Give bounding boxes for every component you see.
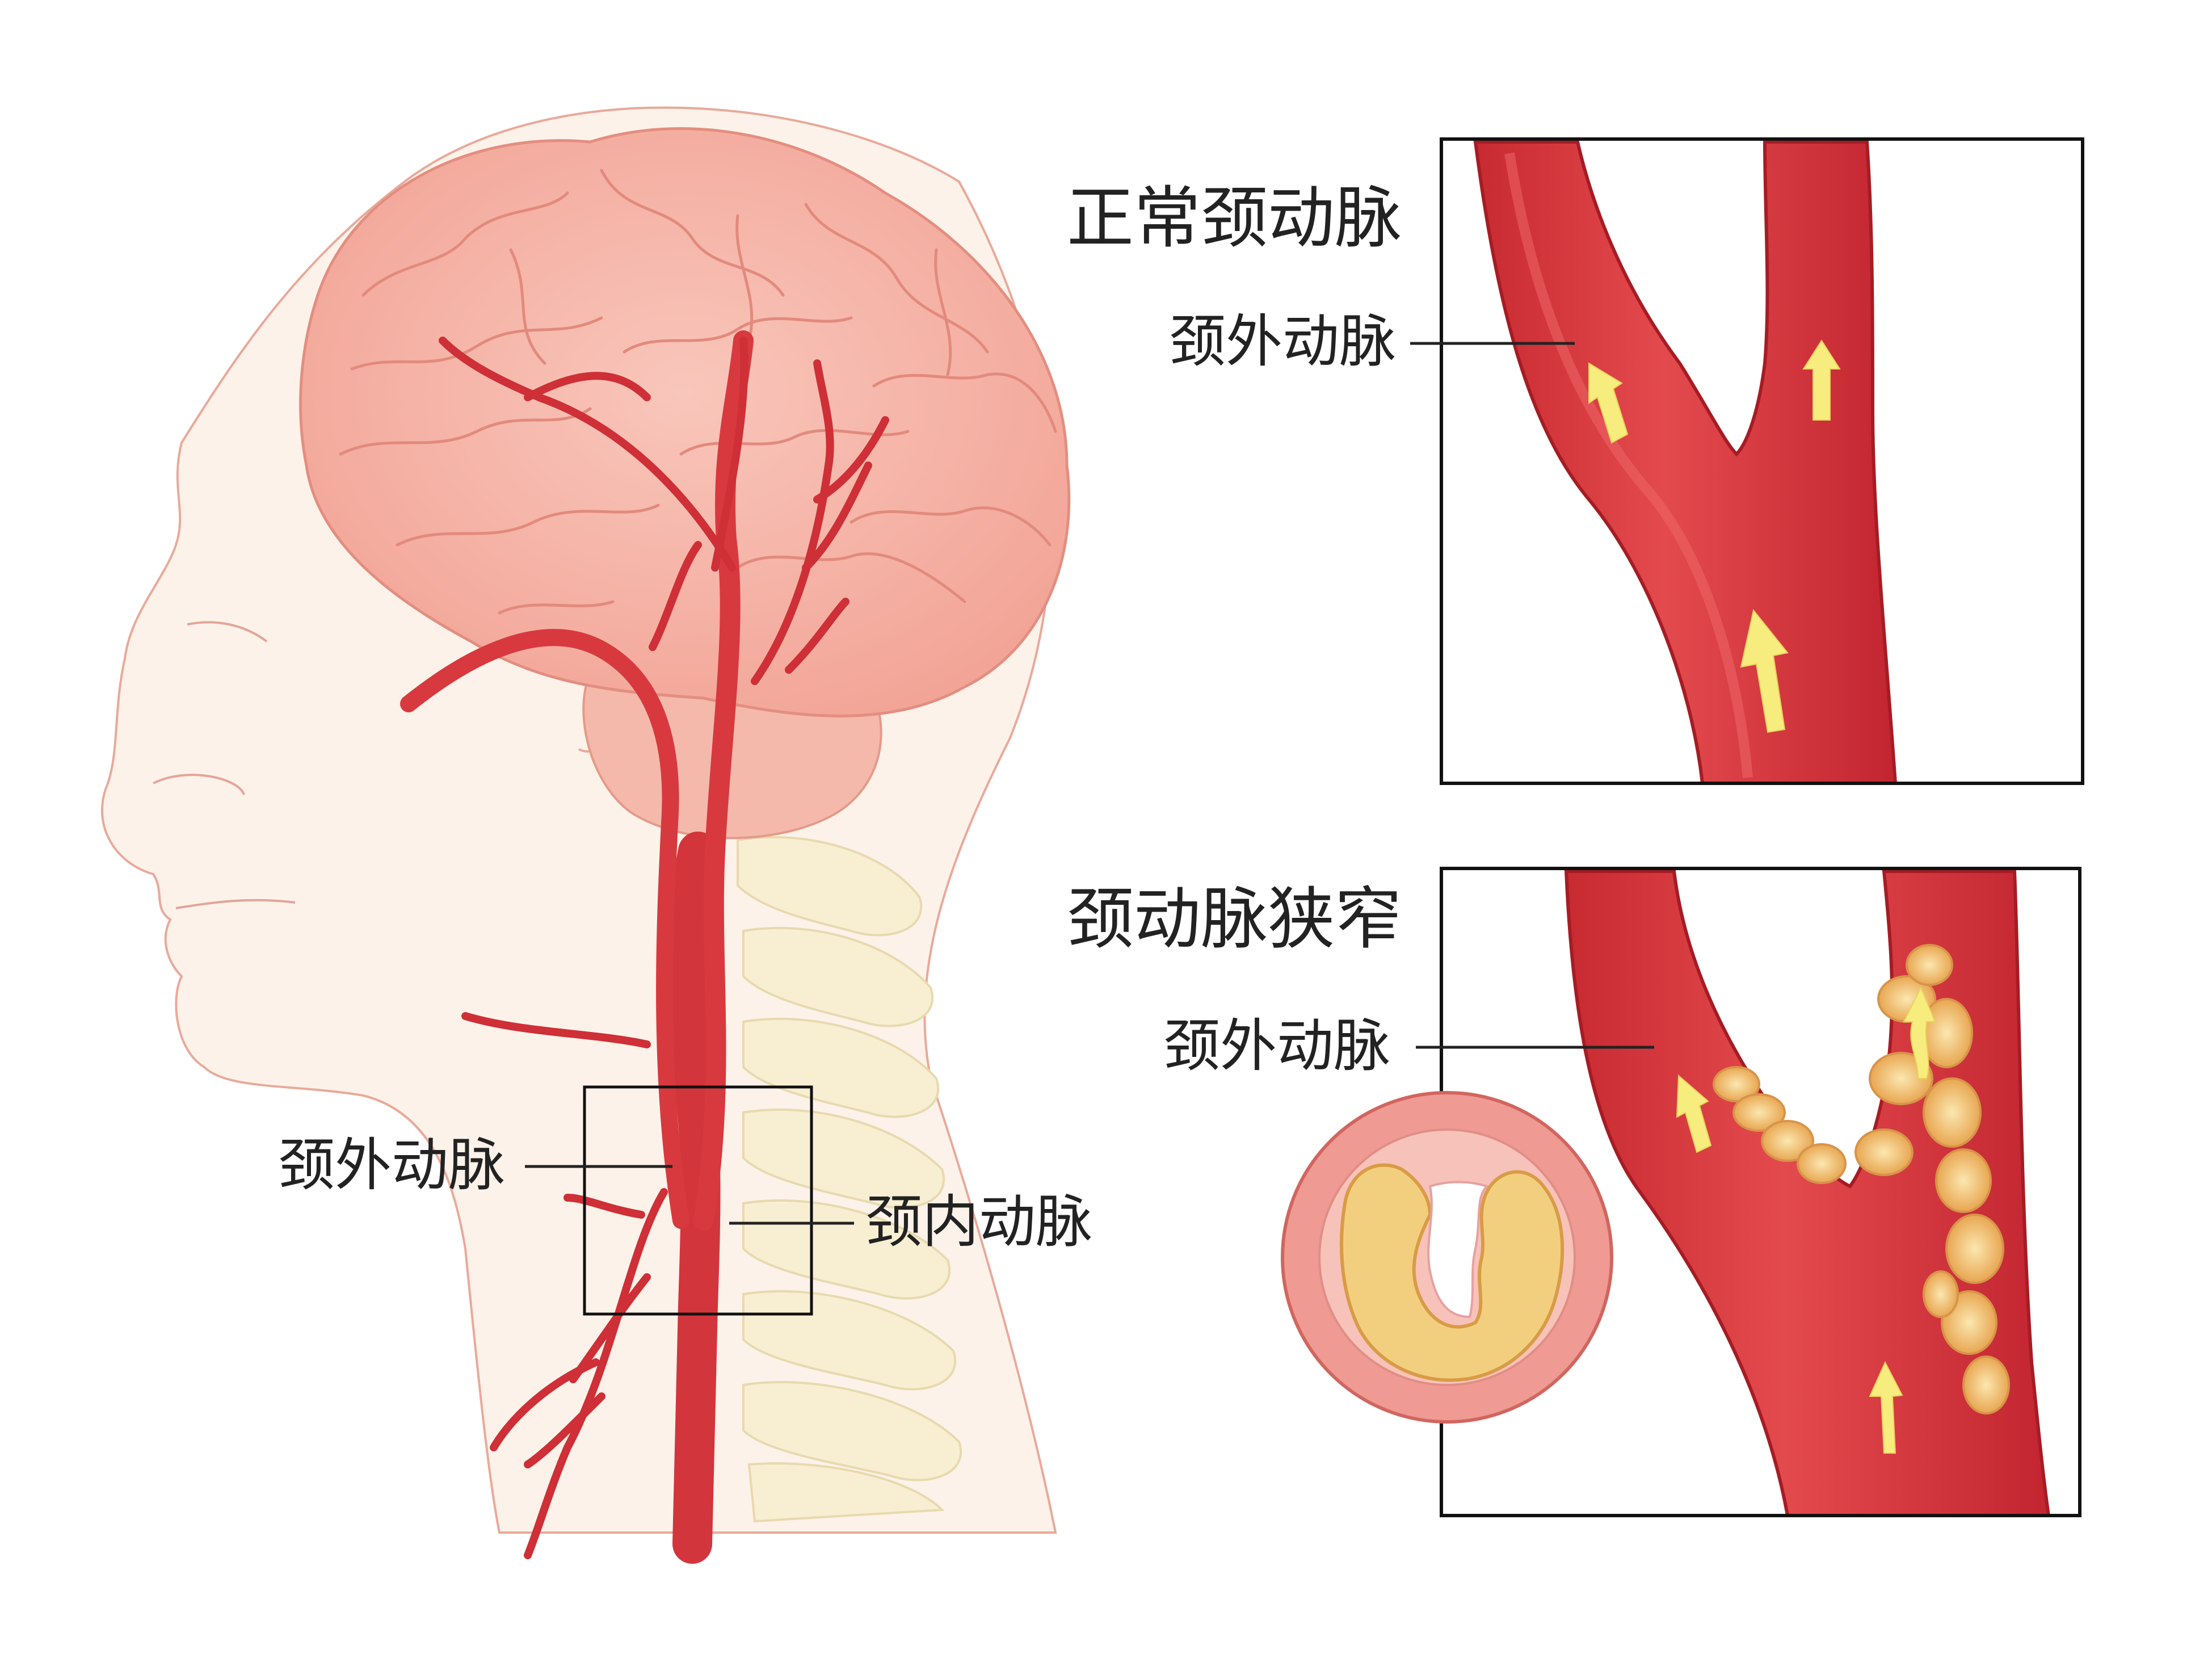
head-external-carotid-label: 颈外动脉 <box>278 1132 505 1198</box>
head-arteries <box>400 330 889 1564</box>
normal-external-carotid-label: 颈外动脉 <box>1169 308 1396 375</box>
normal-carotid-title: 正常颈动脉 <box>1067 179 1402 257</box>
flow-arrows-stenosis <box>1676 986 1936 1454</box>
cervical-spine <box>737 836 962 1523</box>
normal-artery-highlight <box>1504 152 1753 778</box>
cross-section-lumen <box>1427 1181 1489 1319</box>
eye-line <box>187 621 268 643</box>
plaque-left <box>1713 1066 1847 1184</box>
common-carotid <box>666 832 721 1564</box>
head-internal-carotid-label: 颈内动脉 <box>865 1189 1092 1255</box>
stenosis-external-carotid-label: 颈外动脉 <box>1163 1013 1390 1079</box>
flow-arrows-normal <box>1588 339 1841 733</box>
normal-carotid-panel <box>1410 137 2084 785</box>
nose-line <box>153 774 245 795</box>
head-figure <box>101 106 1071 1564</box>
stenosis-panel <box>1416 867 2081 1517</box>
mouth-line <box>175 899 296 909</box>
normal-artery <box>1473 141 1897 782</box>
plaque-right <box>1854 944 2010 1415</box>
brain <box>299 127 1071 717</box>
external-carotid-head <box>400 629 689 1229</box>
brain-folds <box>339 169 1057 615</box>
zoom-box <box>583 1085 813 1316</box>
cross-section <box>1281 1091 1613 1424</box>
internal-carotid-head <box>693 330 754 1231</box>
cross-section-plaque <box>1340 1163 1565 1382</box>
stenosis-title: 颈动脉狭窄 <box>1067 880 1402 958</box>
